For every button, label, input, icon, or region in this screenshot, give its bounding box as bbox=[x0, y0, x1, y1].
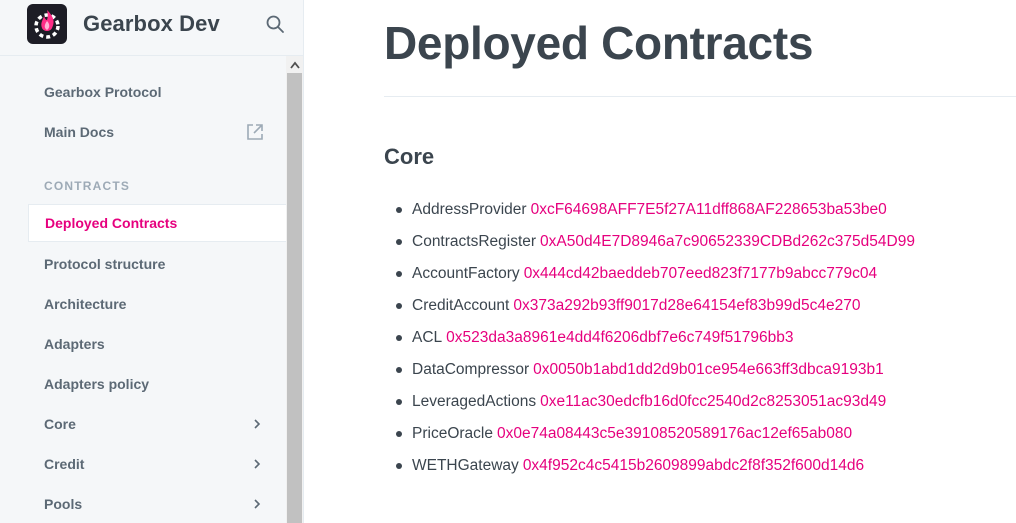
contract-address-link[interactable]: 0xcF64698AFF7E5f27A11dff868AF228653ba53b… bbox=[530, 201, 887, 218]
sidebar-item-label: Credit bbox=[44, 456, 85, 472]
contract-name: PriceOracle bbox=[412, 425, 493, 442]
bullet-icon bbox=[396, 239, 402, 245]
sidebar-item-adapters-policy[interactable]: Adapters policy bbox=[28, 365, 286, 403]
sidebar-item-label: Deployed Contracts bbox=[45, 215, 178, 231]
sidebar-item-deployed-contracts[interactable]: Deployed Contracts bbox=[28, 204, 286, 242]
chevron-right-icon[interactable] bbox=[250, 417, 264, 431]
sidebar-item-label: Core bbox=[44, 416, 76, 432]
contract-address-link[interactable]: 0x444cd42baeddeb707eed823f7177b9abcc779c… bbox=[523, 265, 878, 282]
sidebar-item-gearbox-protocol[interactable]: Gearbox Protocol bbox=[28, 73, 286, 111]
sidebar-item-credit[interactable]: Credit bbox=[28, 445, 286, 483]
chevron-right-icon[interactable] bbox=[250, 497, 264, 511]
contract-name: AccountFactory bbox=[412, 265, 520, 282]
sidebar-item-label: Architecture bbox=[44, 296, 127, 312]
sidebar-item-pools[interactable]: Pools bbox=[28, 485, 286, 523]
sidebar-nav: Gearbox Protocol Main Docs CONTRACTS Dep… bbox=[0, 56, 286, 523]
bullet-icon bbox=[396, 271, 402, 277]
contract-name: DataCompressor bbox=[412, 361, 530, 378]
bullet-icon bbox=[396, 431, 402, 437]
contract-address-link[interactable]: 0x373a292b93ff9017d28e64154ef83b99d5c4e2… bbox=[513, 297, 861, 314]
bullet-icon bbox=[396, 207, 402, 213]
contract-address-link[interactable]: 0x0e74a08443c5e39108520589176ac12ef65ab0… bbox=[496, 425, 853, 442]
contract-address-link[interactable]: 0x0050b1abd1dd2d9b01ce954e663ff3dbca9193… bbox=[533, 361, 884, 378]
bullet-icon bbox=[396, 399, 402, 405]
sidebar-item-label: Pools bbox=[44, 496, 83, 512]
contract-name: ContractsRegister bbox=[412, 233, 537, 250]
sidebar-scrollbar[interactable] bbox=[286, 56, 303, 523]
gearbox-logo-icon[interactable] bbox=[27, 4, 67, 44]
sidebar-item-label: Gearbox Protocol bbox=[44, 84, 162, 100]
search-icon[interactable] bbox=[264, 13, 286, 35]
section-heading-core: Core bbox=[384, 144, 435, 169]
sidebar-item-core[interactable]: Core bbox=[28, 405, 286, 443]
contract-address-link[interactable]: 0x4f952c4c5415b2609899abdc2f8f352f600d14… bbox=[522, 457, 865, 474]
sidebar: Gearbox Dev Gearbox Protocol Main Docs C… bbox=[0, 0, 304, 523]
bullet-icon bbox=[396, 367, 402, 373]
contract-address-link[interactable]: 0xe11ac30edcfb16d0fcc2540d2c8253051ac93d… bbox=[540, 393, 887, 410]
scrollbar-thumb[interactable] bbox=[287, 73, 302, 523]
sidebar-item-label: Main Docs bbox=[44, 124, 115, 140]
scroll-up-arrow-icon[interactable] bbox=[286, 56, 303, 73]
contract-name: AddressProvider bbox=[412, 201, 527, 218]
bullet-icon bbox=[396, 463, 402, 469]
sidebar-item-adapters[interactable]: Adapters bbox=[28, 325, 286, 363]
contract-address-link[interactable]: 0xA50d4E7D8946a7c90652339CDBd262c375d54D… bbox=[540, 233, 915, 250]
contract-name: LeveragedActions bbox=[412, 393, 537, 410]
page-title: Deployed Contracts bbox=[384, 17, 814, 69]
bullet-icon bbox=[396, 335, 402, 341]
contract-name: ACL bbox=[412, 329, 443, 346]
title-divider bbox=[384, 96, 1016, 97]
chevron-right-icon[interactable] bbox=[250, 457, 264, 471]
sidebar-item-architecture[interactable]: Architecture bbox=[28, 285, 286, 323]
sidebar-item-protocol-structure[interactable]: Protocol structure bbox=[28, 245, 286, 283]
sidebar-item-label: Protocol structure bbox=[44, 256, 166, 272]
sidebar-item-label: Adapters policy bbox=[44, 376, 150, 392]
sidebar-item-main-docs[interactable]: Main Docs bbox=[28, 113, 286, 151]
bullet-icon bbox=[396, 303, 402, 309]
sidebar-item-label: Adapters bbox=[44, 336, 105, 352]
section-title-contracts: CONTRACTS bbox=[44, 179, 131, 193]
brand-title[interactable]: Gearbox Dev bbox=[83, 11, 220, 36]
contract-address-link[interactable]: 0x523da3a8961e4dd4f6206dbf7e6c749f51796b… bbox=[446, 329, 794, 346]
contract-name: WETHGateway bbox=[412, 457, 519, 474]
sidebar-header: Gearbox Dev bbox=[0, 0, 303, 56]
contract-name: CreditAccount bbox=[412, 297, 510, 314]
external-link-icon bbox=[246, 123, 264, 141]
